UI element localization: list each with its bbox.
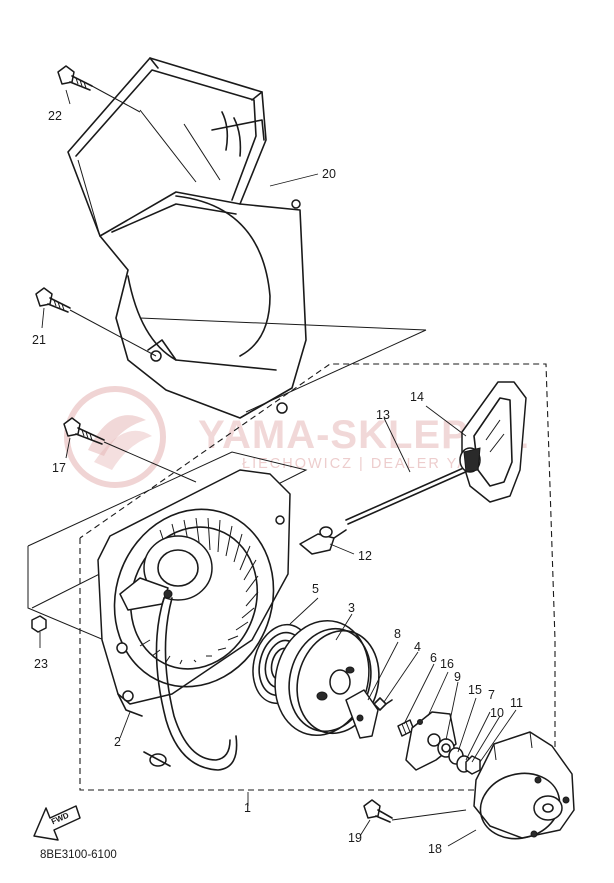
label-13: 13: [376, 408, 390, 422]
fwd-arrow-icon: FWD: [33, 805, 81, 841]
part-7-nut: [465, 755, 481, 775]
label-20: 20: [322, 167, 336, 181]
leader-lines: [39, 89, 517, 847]
label-7: 7: [488, 688, 495, 702]
diagram-code: 8BE3100-6100: [40, 849, 117, 861]
label-22: 22: [48, 109, 62, 123]
part-17-bolt: [63, 417, 105, 445]
part-8-pawl: [345, 689, 379, 739]
label-12: 12: [358, 549, 372, 563]
watermark-dealer: ŁIECHOWICZ | DEALER YAMAHA: [242, 456, 519, 472]
bolt-22-leader: [91, 85, 141, 113]
label-23: 23: [34, 657, 48, 671]
label-2: 2: [114, 735, 121, 749]
label-18: 18: [428, 842, 442, 856]
part-19-bolt: [363, 799, 467, 823]
bolt-17-leader: [103, 441, 197, 483]
assembly-boundary-1: [79, 363, 556, 791]
part-12-guide: [299, 526, 347, 555]
label-14: 14: [410, 390, 424, 404]
part-2-starter-case: [97, 469, 291, 771]
label-9: 9: [454, 670, 461, 684]
part-3-pulley: [274, 619, 380, 737]
label-21: 21: [32, 333, 46, 347]
part-20-cover: [67, 57, 307, 419]
mount-outline-leader-2: [27, 546, 105, 641]
watermark-logo-ring: [64, 386, 166, 488]
part-labels: 22 21 17 20 14 13 12 5 3 8 4 6 16 9 15 7…: [32, 109, 523, 856]
label-11: 11: [510, 696, 523, 710]
label-16: 16: [440, 657, 454, 671]
label-6: 6: [430, 651, 437, 665]
label-1: 1: [244, 801, 251, 815]
bolt-21-leader: [69, 309, 157, 357]
label-15: 15: [468, 683, 482, 697]
part-4-spring: [373, 697, 393, 711]
part-13-rope: [345, 465, 469, 521]
part-18-pulley-cup: [473, 731, 575, 840]
label-17: 17: [52, 461, 66, 475]
watermark-logo-mark: [88, 415, 146, 456]
label-8: 8: [394, 627, 401, 641]
label-3: 3: [348, 601, 355, 615]
label-4: 4: [414, 640, 421, 654]
label-19: 19: [348, 831, 362, 845]
label-10: 10: [490, 706, 504, 720]
part-14-handle: [459, 381, 527, 503]
part-22-bolt: [57, 65, 93, 91]
label-5: 5: [312, 582, 319, 596]
part-23-nut: [31, 615, 47, 633]
part-21-bolt: [35, 287, 71, 313]
cover-assembly-line-2: [245, 329, 427, 413]
cover-assembly-line: [139, 317, 427, 331]
